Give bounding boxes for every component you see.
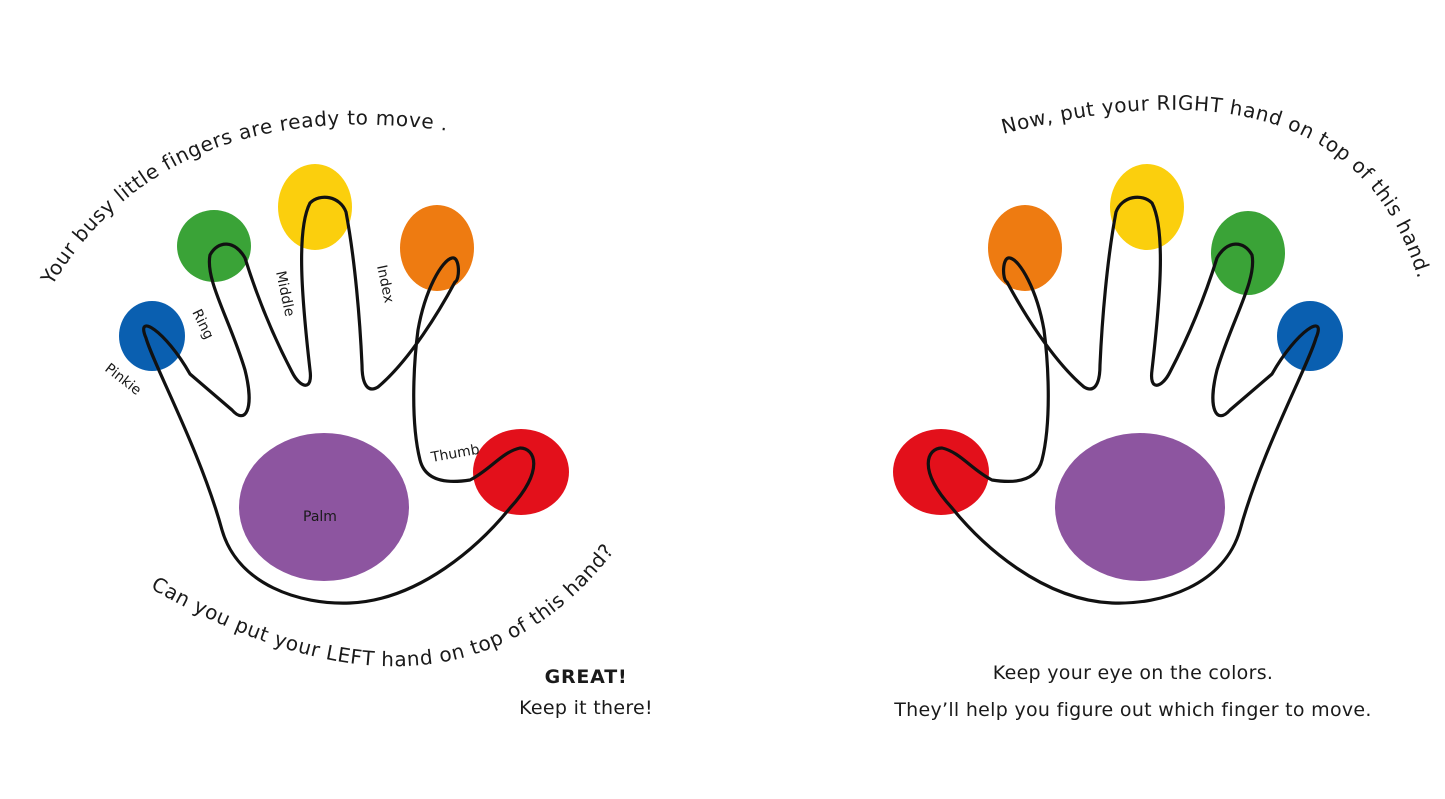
left-caption-text: Keep it there! <box>519 697 653 719</box>
ring-color-dot <box>177 210 251 282</box>
right-index-color-dot <box>988 205 1062 291</box>
right-hand <box>893 164 1343 605</box>
right-ring-color-dot <box>1211 211 1285 295</box>
middle-color-dot <box>278 164 352 250</box>
thumb-label: Thumb <box>429 442 481 466</box>
right-thumb-color-dot <box>893 429 989 515</box>
right-middle-color-dot <box>1110 164 1184 250</box>
palm-label: Palm <box>303 509 337 525</box>
left-hand-outline <box>142 195 536 605</box>
left-hand <box>119 164 569 605</box>
thumb-color-dot <box>473 429 569 515</box>
right-caption-line2: They’ll help you figure out which finger… <box>893 699 1372 721</box>
index-label: Index <box>373 264 397 305</box>
ring-label: Ring <box>188 307 216 342</box>
right-palm-color-dot <box>1055 433 1225 581</box>
palm-color-dot <box>239 433 409 581</box>
pinkie-color-dot <box>119 301 185 371</box>
left-caption-heading: GREAT! <box>545 666 628 688</box>
right-hand-outline <box>926 195 1320 605</box>
middle-label: Middle <box>272 270 297 319</box>
right-caption-line1: Keep your eye on the colors. <box>993 662 1273 684</box>
index-color-dot <box>400 205 474 291</box>
right-pinkie-color-dot <box>1277 301 1343 371</box>
